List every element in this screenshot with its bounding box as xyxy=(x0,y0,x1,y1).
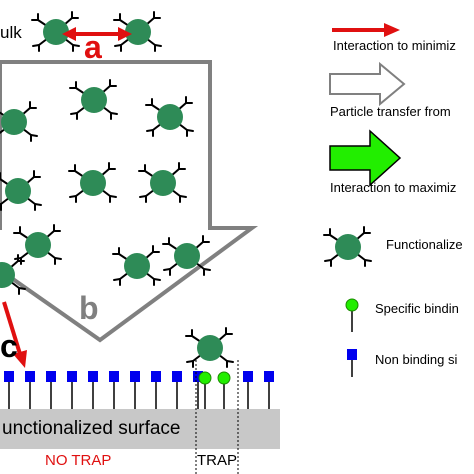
green-arrow-icon xyxy=(329,129,402,187)
arrow-c xyxy=(2,301,27,368)
surface-label: unctionalized surface xyxy=(2,418,181,439)
label-b: b xyxy=(79,290,99,326)
specific-site-icon xyxy=(345,298,359,332)
legend-text-specific-site: Specific bindin xyxy=(375,301,459,316)
trap-region xyxy=(195,360,239,474)
particle-trapped xyxy=(185,327,234,368)
surface-sites xyxy=(4,371,274,409)
particle-transfer-arrow xyxy=(0,60,259,343)
label-c: c xyxy=(0,328,18,364)
trap-label: TRAP xyxy=(197,452,238,469)
bulk-label: ulk xyxy=(0,23,22,42)
legend-text-red-arrow: Interaction to minimiz xyxy=(333,38,456,53)
no-trap-label: NO TRAP xyxy=(45,452,112,469)
functionalized-surface xyxy=(0,409,280,449)
red-arrow-icon xyxy=(332,23,400,37)
legend-icons xyxy=(323,23,406,377)
nonbinding-site-icon xyxy=(347,349,357,377)
hollow-arrow-icon xyxy=(329,61,406,107)
legend-text-nonbinding-site: Non binding si xyxy=(375,352,458,367)
legend-text-hollow-arrow: Particle transfer from xyxy=(330,104,451,119)
legend-text-particle: Functionalize xyxy=(386,237,463,252)
legend-text-green-arrow: Interaction to maximiz xyxy=(330,180,457,195)
particle-icon xyxy=(323,226,372,267)
arrow-a xyxy=(62,27,132,41)
label-a: a xyxy=(84,29,102,65)
